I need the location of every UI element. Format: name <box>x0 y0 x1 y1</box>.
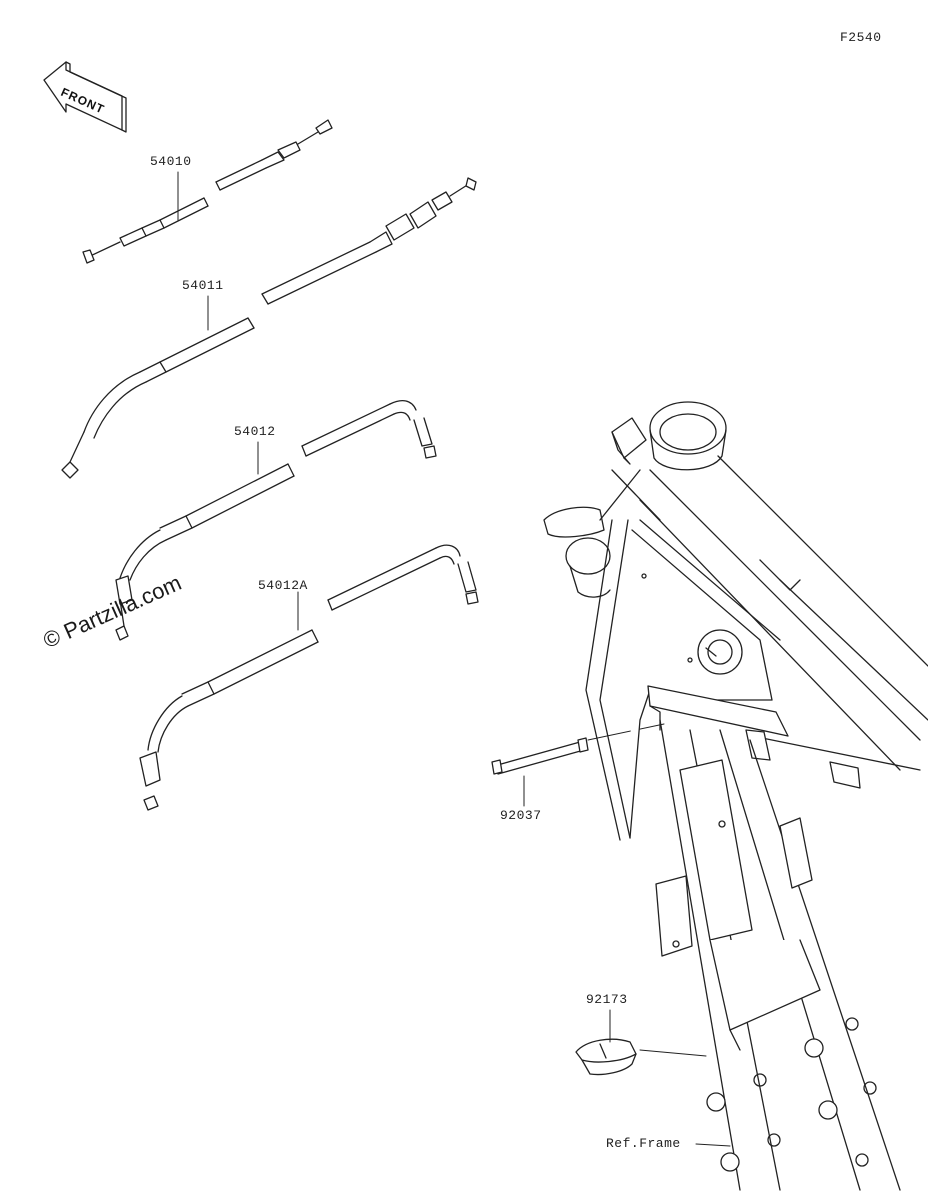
ref-frame-label: Ref.Frame <box>606 1136 681 1151</box>
part-label-54012: 54012 <box>234 424 276 439</box>
part-54010-cable <box>82 119 333 264</box>
part-label-54012A: 54012A <box>258 578 308 593</box>
part-label-54011: 54011 <box>182 278 224 293</box>
part-92173-clamp <box>575 1038 707 1076</box>
part-54012A-cable <box>139 544 479 811</box>
figure-code: F2540 <box>840 30 882 45</box>
part-92037-clamp <box>491 723 665 775</box>
part-54012-cable <box>115 399 437 641</box>
part-54011-cable <box>61 177 477 479</box>
part-label-92037: 92037 <box>500 808 542 823</box>
part-label-54010: 54010 <box>150 154 192 169</box>
leader-ref-frame <box>695 1143 731 1147</box>
part-label-92173: 92173 <box>586 992 628 1007</box>
front-arrow-icon: FRONT <box>43 61 127 133</box>
frame-assembly <box>543 401 928 1191</box>
